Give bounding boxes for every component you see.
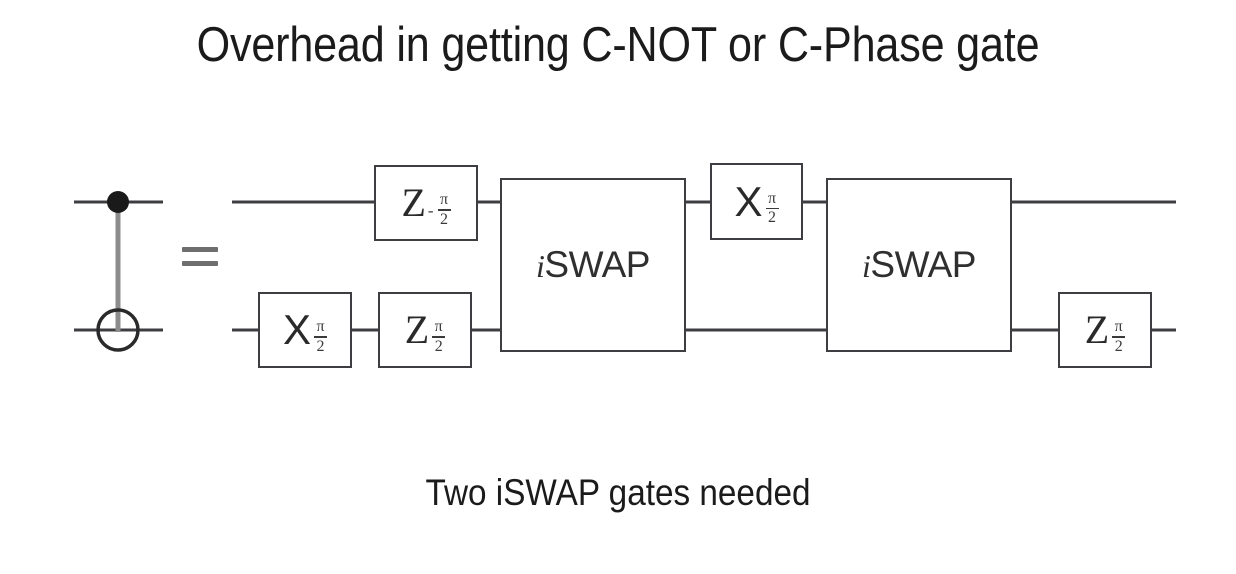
iswap-label: iSWAP [862, 246, 976, 285]
gate-subscript: π 2 [1112, 318, 1126, 355]
iswap-italic-i: i [862, 247, 871, 284]
iswap-rest: SWAP [544, 243, 650, 285]
fraction-bar [314, 336, 327, 338]
iswap-rest: SWAP [870, 243, 976, 285]
subscript-numerator: π [767, 189, 777, 207]
cnot-gate [74, 191, 163, 352]
equals-bar-top [182, 247, 218, 252]
gate-z-bottom-2[interactable]: Z π 2 [1058, 292, 1152, 368]
fraction-bar [765, 207, 779, 210]
gate-letter: Z [404, 307, 430, 352]
equals-sign [182, 234, 222, 278]
cnot-control-dot [107, 191, 129, 213]
subscript-numerator: π [1114, 318, 1123, 336]
equals-bar-bottom [182, 261, 218, 266]
iswap-italic-i: i [536, 247, 545, 284]
subscript-numerator: π [440, 191, 449, 209]
page-title: Overhead in getting C-NOT or C-Phase gat… [196, 18, 1040, 72]
fraction-bar [432, 336, 446, 338]
subscript-denominator: 2 [768, 209, 776, 227]
gate-x-top-1[interactable]: X π 2 [710, 163, 803, 240]
subscript-denominator: 2 [316, 337, 325, 355]
gate-x-bottom-1[interactable]: X π 2 [258, 292, 352, 368]
gate-z-bottom-1[interactable]: Z π 2 [378, 292, 472, 368]
gate-letter: X [734, 177, 763, 225]
subscript-denominator: 2 [434, 337, 443, 355]
subscript-numerator: π [434, 318, 443, 336]
gate-iswap-1[interactable]: iSWAP [500, 178, 686, 352]
gate-z-top-1[interactable]: Z - π 2 [374, 165, 478, 241]
fraction-bar [1112, 336, 1126, 338]
cnot-target-circle [96, 308, 140, 352]
slide-caption: Two iSWAP gates needed [425, 472, 811, 513]
gate-letter: X [282, 306, 311, 353]
subscript-numerator: π [316, 318, 325, 336]
subscript-denominator: 2 [440, 210, 449, 228]
gate-subscript: π 2 [765, 189, 779, 227]
gate-letter: Z [401, 180, 426, 225]
circuit-wires [232, 200, 1176, 332]
fraction-bar [437, 209, 451, 211]
gate-letter: Z [1084, 307, 1110, 352]
gate-subscript: π 2 [314, 319, 327, 355]
gate-iswap-2[interactable]: iSWAP [826, 178, 1012, 352]
subscript-denominator: 2 [1114, 337, 1123, 355]
gate-subscript: π 2 [437, 191, 451, 228]
iswap-label: iSWAP [536, 246, 650, 285]
gate-subscript: π 2 [432, 318, 446, 355]
gate-sign: - [427, 200, 434, 220]
